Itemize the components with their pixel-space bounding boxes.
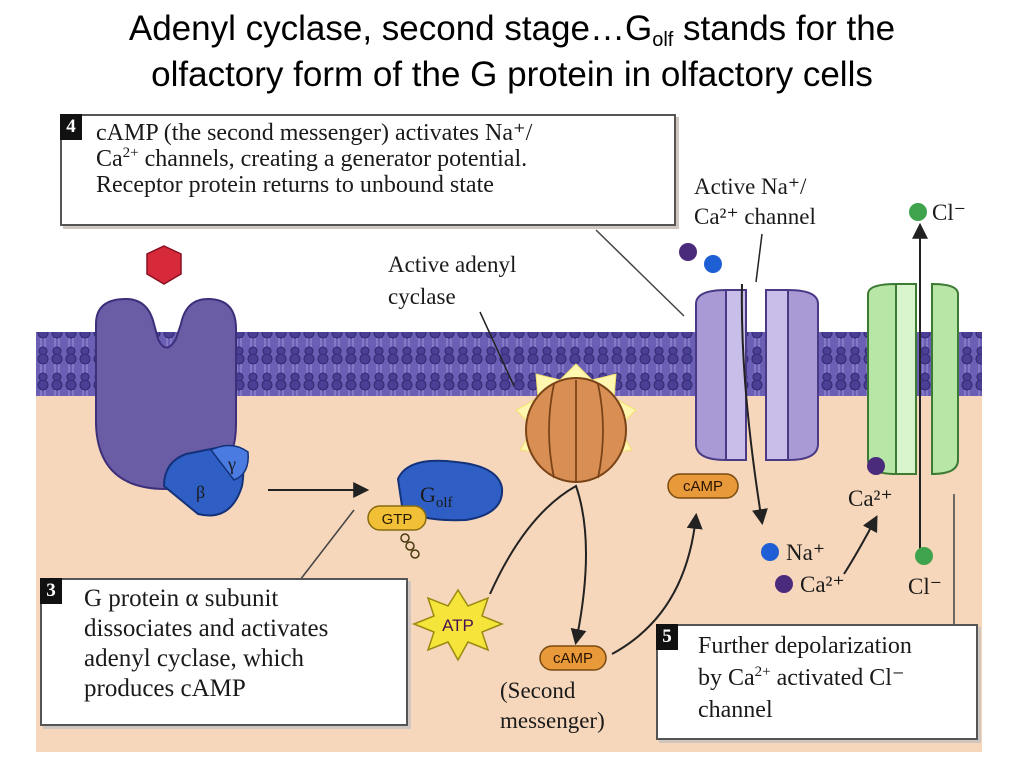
cl-channel-right <box>931 282 959 476</box>
lipid-anchor-1 <box>400 533 410 543</box>
ca-right-label: Ca²⁺ <box>848 486 893 511</box>
lipid-anchor-3 <box>410 549 420 559</box>
atp-to-camp-arrow <box>489 484 587 646</box>
gamma-label: γ <box>227 454 236 474</box>
olfactory-transduction-figure: γ β Golf GTP Active adenyl cyclase ATP c… <box>36 94 982 752</box>
ca-bottom-label: Ca²⁺ <box>800 572 845 597</box>
ca-ion-top <box>679 243 697 261</box>
title-line-1: Adenyl cyclase, second stage…Golf stands… <box>128 9 896 51</box>
step4-pointer <box>595 229 685 317</box>
na-ion-top <box>704 255 722 273</box>
step-4-line-2: Ca2+ channels, creating a generator pote… <box>96 145 528 173</box>
step-3-line-3: adenyl cyclase, which <box>84 645 305 672</box>
g-protein-gamma-subunit <box>209 444 249 481</box>
cl-channel-left <box>867 282 897 476</box>
step-4-line-1: cAMP (the second messenger) activates Na… <box>96 120 533 146</box>
step-5-callout: 5 Further depolarization by Ca2+ activat… <box>656 624 978 740</box>
golf-label: Golf <box>420 482 453 511</box>
adenyl-pointer <box>479 311 515 387</box>
ca-ion-bottom <box>775 575 793 593</box>
active-channel-label-1: Active Na⁺/ <box>694 174 807 199</box>
step3-pointer <box>299 509 355 581</box>
slide-title: Adenyl cyclase, second stage…Golf stands… <box>0 6 1024 98</box>
camp-label-cytoplasm: cAMP <box>553 650 593 667</box>
ca-to-cl-channel-arrow <box>843 515 878 575</box>
step-3-line-1: G protein α subunit <box>84 585 279 612</box>
step-5-number: 5 <box>656 624 678 650</box>
odorant-receptor <box>95 297 237 491</box>
gtp-badge <box>367 505 427 531</box>
second-messenger-label-2: messenger) <box>500 708 605 733</box>
cl-ion-bottom <box>915 547 933 565</box>
g-olf-alpha-subunit <box>396 459 504 522</box>
active-adenyl-label-1: Active adenyl <box>388 252 516 277</box>
odorant-molecule <box>146 245 182 285</box>
step-5-line-2: by Ca2+ activated Cl⁻ <box>698 664 905 692</box>
step-4-line-3: Receptor protein returns to unbound stat… <box>96 172 494 198</box>
channel-pointer <box>755 233 763 283</box>
active-channel-label-2: Ca²⁺ channel <box>694 204 816 229</box>
step-3-callout: 3 G protein α subunit dissociates and ac… <box>40 578 408 726</box>
cation-channel-left <box>695 288 727 462</box>
cl-top-label: Cl⁻ <box>932 200 966 225</box>
gtp-label: GTP <box>382 511 413 528</box>
camp-to-channel-arrow <box>611 512 703 655</box>
cation-channel-right <box>787 288 819 462</box>
step-3-number: 3 <box>40 578 62 604</box>
ca-ion-bound <box>867 457 885 475</box>
adenyl-cyclase-segments <box>548 380 604 482</box>
step-3-line-2: dissociates and activates <box>84 615 329 642</box>
cl-bottom-label: Cl⁻ <box>908 574 942 599</box>
lipid-anchor-2 <box>405 541 415 551</box>
step-4-callout: 4 cAMP (the second messenger) activates … <box>60 114 676 226</box>
camp-badge-cytoplasm <box>539 645 607 671</box>
cation-channel-mid-right <box>765 289 789 461</box>
beta-label: β <box>196 482 205 502</box>
na-bottom-label: Na⁺ <box>786 540 825 565</box>
cation-influx-arrow <box>740 283 768 526</box>
camp-badge-channel <box>667 473 739 499</box>
cation-channel-mid-left <box>725 289 747 461</box>
step-4-number: 4 <box>60 114 82 140</box>
cl-channel-mid <box>895 283 917 475</box>
camp-label-channel: cAMP <box>683 478 723 495</box>
step-3-line-4: produces cAMP <box>84 675 246 702</box>
na-ion-bottom <box>761 543 779 561</box>
atp-burst <box>411 588 505 662</box>
title-line-2: olfactory form of the G protein in olfac… <box>151 55 873 94</box>
step-5-line-1: Further depolarization <box>698 633 912 659</box>
second-messenger-label-1: (Second <box>500 678 576 703</box>
atp-label: ATP <box>442 616 474 635</box>
active-adenyl-label-2: cyclase <box>388 284 456 309</box>
step-5-line-3: channel <box>698 697 773 723</box>
cl-ion-top <box>909 203 927 221</box>
